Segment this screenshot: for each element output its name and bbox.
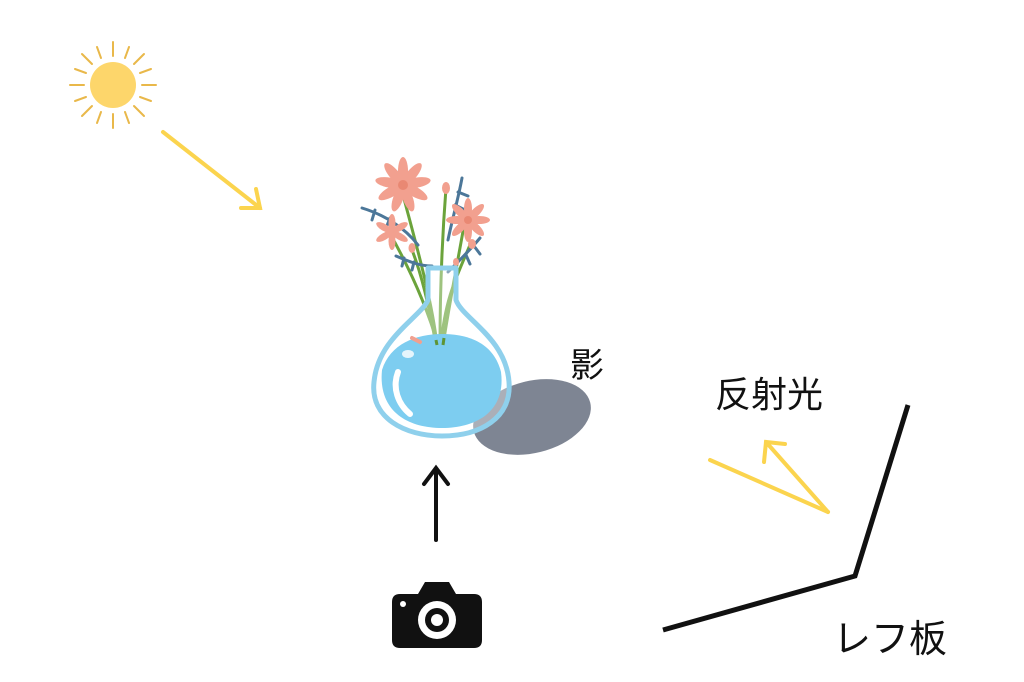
pink-flower-left	[376, 214, 408, 250]
pink-flower-large	[375, 157, 431, 212]
vase-shadow	[473, 379, 591, 455]
camera-direction-arrow	[422, 464, 450, 542]
reflector-board	[662, 404, 911, 633]
sunlight-arrow	[161, 130, 263, 210]
reflector-board-label: レフ板	[833, 617, 948, 661]
camera-icon	[392, 582, 482, 648]
reflected-light-arrows	[708, 439, 830, 514]
sun-icon	[69, 41, 157, 129]
flower-vase-illustration	[360, 157, 512, 439]
pink-flower-right	[446, 198, 490, 242]
shadow-label: 影	[570, 346, 604, 386]
reflected-light-label: 反射光	[715, 375, 824, 416]
